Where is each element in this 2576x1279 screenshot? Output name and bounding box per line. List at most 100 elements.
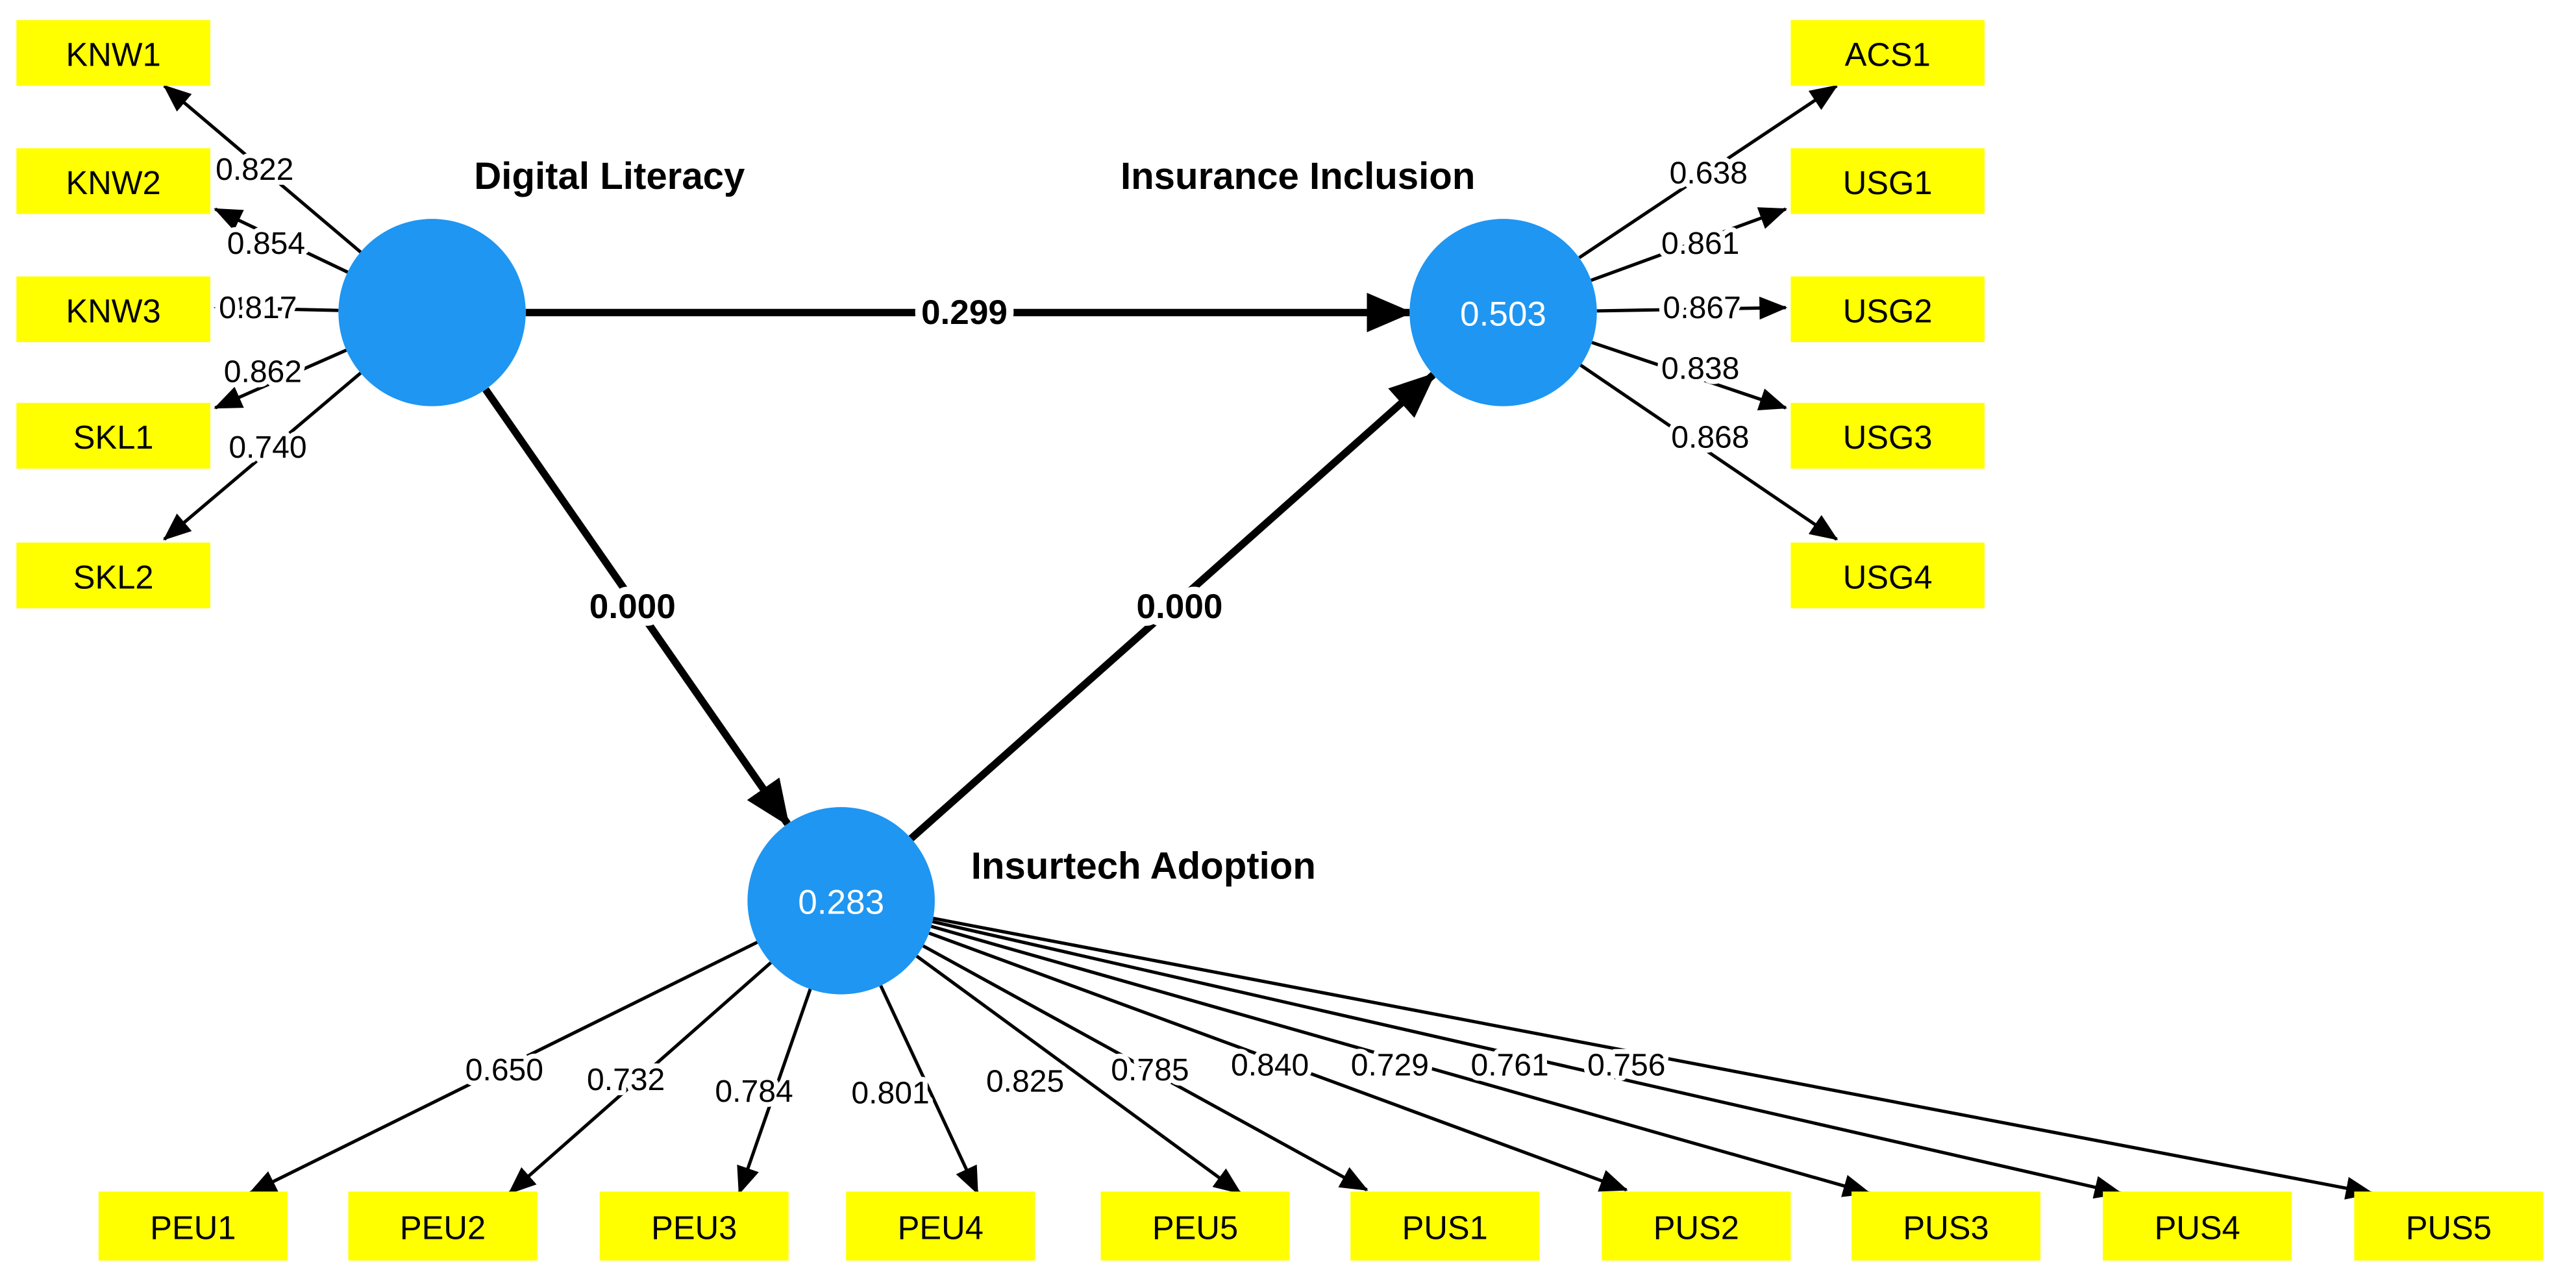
loading-arrow-peu3 xyxy=(737,988,812,1195)
construct-insurtech-adoption: Insurtech Adoption 0.283 xyxy=(747,807,1316,995)
indicator-peu3: PEU3 xyxy=(599,1191,789,1261)
loading-skl1: 0.862 xyxy=(224,354,302,390)
loading-peu3: 0.784 xyxy=(715,1074,793,1109)
indicator-box-pus3 xyxy=(1852,1191,2041,1261)
indicator-text-usg4: USG4 xyxy=(1843,558,1933,595)
loading-arrow-knw1 xyxy=(163,84,362,254)
indicator-skl1: SKL1 xyxy=(16,403,210,469)
loading-usg3: 0.838 xyxy=(1661,351,1739,386)
loading-peu4: 0.801 xyxy=(851,1075,929,1110)
loading-arrow-peu5 xyxy=(915,954,1242,1195)
r-squared-insurtech-adoption: 0.283 xyxy=(798,883,884,921)
indicator-text-pus3: PUS3 xyxy=(1903,1209,1988,1246)
indicator-text-knw1: KNW1 xyxy=(66,36,161,73)
loading-arrow-peu2 xyxy=(508,961,773,1195)
loading-peu2: 0.732 xyxy=(587,1062,665,1097)
indicator-knw2: KNW2 xyxy=(16,148,210,214)
path-arrow-ia-to-ii xyxy=(908,372,1436,841)
construct-digital-literacy: Digital Literacy xyxy=(338,155,745,406)
indicator-box-knw3 xyxy=(16,276,210,342)
indicator-text-skl1: SKL1 xyxy=(73,419,154,456)
indicator-peu4: PEU4 xyxy=(846,1191,1035,1261)
loading-peu1: 0.650 xyxy=(465,1052,543,1087)
indicator-text-pus2: PUS2 xyxy=(1653,1209,1739,1246)
indicator-box-acs1 xyxy=(1790,19,1985,86)
loading-arrow-skl1 xyxy=(214,349,347,410)
indicator-usg2: USG2 xyxy=(1790,276,1985,342)
indicator-text-acs1: ACS1 xyxy=(1845,36,1931,73)
indicator-box-skl2 xyxy=(16,542,210,608)
loading-knw3: 0.817 xyxy=(219,290,297,325)
indicator-box-pus4 xyxy=(2103,1191,2292,1261)
path-arrow-dl-to-ia xyxy=(482,387,791,827)
indicator-box-knw1 xyxy=(16,19,210,86)
loading-arrow-skl2 xyxy=(163,371,362,541)
indicator-text-knw3: KNW3 xyxy=(66,292,161,329)
indicator-box-usg2 xyxy=(1790,276,1985,342)
indicator-text-peu4: PEU4 xyxy=(898,1209,984,1246)
indicator-text-pus4: PUS4 xyxy=(2155,1209,2240,1246)
loading-arrow-pus1 xyxy=(922,944,1368,1191)
indicator-text-peu1: PEU1 xyxy=(150,1209,236,1246)
indicator-usg1: USG1 xyxy=(1790,148,1985,214)
indicator-skl2: SKL2 xyxy=(16,542,210,608)
construct-label-insurance-inclusion: Insurance Inclusion xyxy=(1121,155,1475,197)
loading-arrow-acs1 xyxy=(1578,84,1839,259)
indicator-text-pus5: PUS5 xyxy=(2406,1209,2492,1246)
indicator-text-usg2: USG2 xyxy=(1843,292,1933,329)
loading-arrow-usg1 xyxy=(1591,207,1788,282)
construct-label-digital-literacy: Digital Literacy xyxy=(474,155,745,197)
indicator-box-usg4 xyxy=(1790,542,1985,608)
loading-arrow-usg2 xyxy=(1596,296,1788,320)
coef-dl-to-ii: 0.299 xyxy=(921,293,1008,332)
loading-acs1: 0.638 xyxy=(1670,155,1748,190)
indicator-box-pus5 xyxy=(2354,1191,2544,1261)
loading-arrow-pus2 xyxy=(928,931,1628,1192)
loading-peu5: 0.825 xyxy=(986,1064,1064,1099)
loading-arrow-pus3 xyxy=(930,925,1872,1197)
loading-arrow-usg3 xyxy=(1591,341,1788,411)
indicator-box-peu4 xyxy=(846,1191,1035,1261)
loading-pus2: 0.840 xyxy=(1231,1047,1309,1082)
loading-arrow-usg4 xyxy=(1579,364,1839,541)
indicator-box-knw2 xyxy=(16,148,210,214)
construct-circle-insurance-inclusion xyxy=(1409,219,1597,406)
indicator-box-peu2 xyxy=(348,1191,538,1261)
indicator-pus2: PUS2 xyxy=(1602,1191,1791,1261)
loading-arrow-knw2 xyxy=(214,207,349,274)
indicator-text-usg3: USG3 xyxy=(1843,419,1933,456)
indicator-usg3: USG3 xyxy=(1790,403,1985,469)
loading-pus1: 0.785 xyxy=(1111,1052,1189,1087)
indicator-text-pus1: PUS1 xyxy=(1402,1209,1488,1246)
indicator-box-peu5 xyxy=(1100,1191,1290,1261)
indicator-pus3: PUS3 xyxy=(1852,1191,2041,1261)
loading-skl2: 0.740 xyxy=(229,430,306,465)
indicator-box-peu1 xyxy=(98,1191,288,1261)
loading-pus4: 0.761 xyxy=(1470,1047,1548,1082)
r-squared-insurance-inclusion: 0.503 xyxy=(1460,295,1546,333)
indicator-box-peu3 xyxy=(599,1191,789,1261)
loading-pus5: 0.756 xyxy=(1587,1047,1665,1082)
indicator-pus5: PUS5 xyxy=(2354,1191,2544,1261)
indicator-box-pus1 xyxy=(1350,1191,1540,1261)
loading-arrow-peu1 xyxy=(248,941,758,1195)
indicator-text-usg1: USG1 xyxy=(1843,164,1933,201)
indicator-acs1: ACS1 xyxy=(1790,19,1985,86)
coef-ia-to-ii: 0.000 xyxy=(1137,588,1223,626)
indicator-box-pus2 xyxy=(1602,1191,1791,1261)
indicator-peu5: PEU5 xyxy=(1100,1191,1290,1261)
indicator-pus4: PUS4 xyxy=(2103,1191,2292,1261)
indicator-text-knw2: KNW2 xyxy=(66,164,161,201)
coef-dl-to-ia: 0.000 xyxy=(589,588,676,626)
indicator-usg4: USG4 xyxy=(1790,542,1985,608)
indicator-box-skl1 xyxy=(16,403,210,469)
indicator-peu2: PEU2 xyxy=(348,1191,538,1261)
loading-usg1: 0.861 xyxy=(1661,226,1739,261)
loading-arrow-pus4 xyxy=(932,920,2123,1199)
indicator-box-usg3 xyxy=(1790,403,1985,469)
indicator-knw1: KNW1 xyxy=(16,19,210,86)
construct-circle-insurtech-adoption xyxy=(747,807,935,995)
construct-label-insurtech-adoption: Insurtech Adoption xyxy=(971,845,1316,888)
